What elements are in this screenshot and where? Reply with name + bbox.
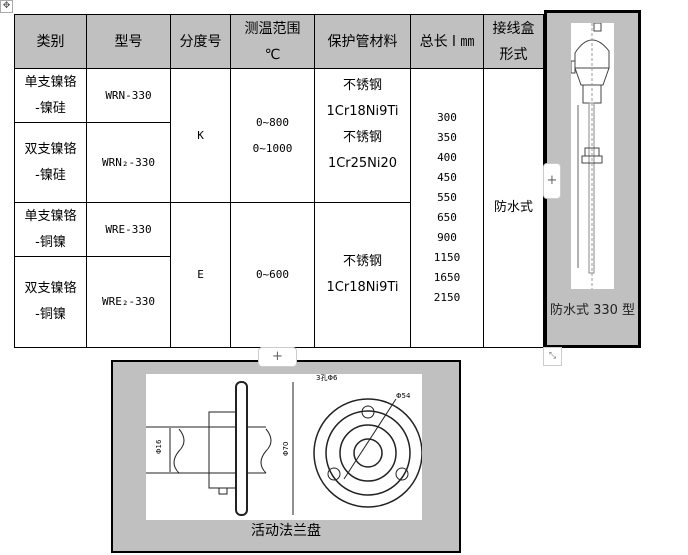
flange-caption: 活动法兰盘: [251, 523, 321, 539]
model-cell: WRE-330: [86, 202, 171, 257]
header-category: 类别: [14, 14, 87, 69]
range-cell: 0~800 0~1000: [230, 68, 315, 203]
material-cell: 不锈钢 1Cr18Ni9Ti: [314, 202, 411, 348]
category-cell: 单支镍铬 -镍硅: [14, 68, 87, 123]
d54-label: Φ54: [396, 392, 411, 400]
category-cell: 双支镍铬 -铜镍: [14, 256, 87, 348]
length-cell: 300 350 400 450 550 650 900 1150 1650 21…: [410, 68, 484, 348]
table-row: 双支镍铬 -铜镍 WRE₂-330: [14, 256, 544, 348]
table-header-row: 类别 型号 分度号 测温范围 ℃ 保护管材料 总长 l ㎜ 接线盒 形式: [14, 14, 544, 69]
header-length: 总长 l ㎜: [410, 14, 484, 69]
model-cell: WRE₂-330: [86, 256, 171, 348]
add-column-button[interactable]: +: [543, 163, 561, 199]
header-material: 保护管材料: [314, 14, 411, 69]
category-cell: 双支镍铬 -镍硅: [14, 122, 87, 203]
model-cell: WRN₂-330: [86, 122, 171, 203]
range-cell: 0~600: [230, 202, 315, 348]
table-row: 单支镍铬 -铜镍 WRE-330 E 0~600 不锈钢 1Cr18Ni9Ti: [14, 202, 544, 348]
table-row: 双支镍铬 -镍硅 WRN₂-330: [14, 122, 544, 203]
d70-label: Φ70: [282, 442, 290, 456]
header-grade: 分度号: [170, 14, 231, 69]
category-cell: 单支镍铬 -铜镍: [14, 202, 87, 257]
table-move-handle[interactable]: ✥: [0, 0, 13, 13]
header-model: 型号: [86, 14, 171, 69]
material-cell: 不锈钢 1Cr18Ni9Ti 不锈钢 1Cr25Ni20: [314, 68, 411, 203]
header-box: 接线盒 形式: [483, 14, 544, 69]
table-row: 单支镍铬 -镍硅 WRN-330 K 0~800 0~1000 不锈钢 1Cr1…: [14, 68, 544, 348]
box-type-cell: 防水式: [483, 68, 544, 348]
d16-label: Φ16: [155, 439, 163, 454]
thermocouple-caption: 防水式 330 型: [549, 303, 636, 318]
flange-figure[interactable]: Φ16 Φ70 3孔Φ6 Φ54 活动法兰盘: [111, 360, 461, 553]
model-cell: WRN-330: [86, 68, 171, 123]
grade-cell: E: [170, 202, 231, 348]
header-range: 测温范围 ℃: [230, 14, 315, 69]
thermocouple-drawing: [570, 22, 614, 289]
grade-cell: K: [170, 68, 231, 203]
flange-drawing: Φ16 Φ70 3孔Φ6 Φ54: [146, 374, 423, 520]
add-row-button[interactable]: +: [258, 347, 297, 367]
table-resize-handle[interactable]: ⤡: [543, 347, 562, 366]
spec-table: 类别 型号 分度号 测温范围 ℃ 保护管材料 总长 l ㎜ 接线盒 形式 单支镍…: [14, 14, 544, 348]
holes-label: 3孔Φ6: [316, 374, 338, 382]
